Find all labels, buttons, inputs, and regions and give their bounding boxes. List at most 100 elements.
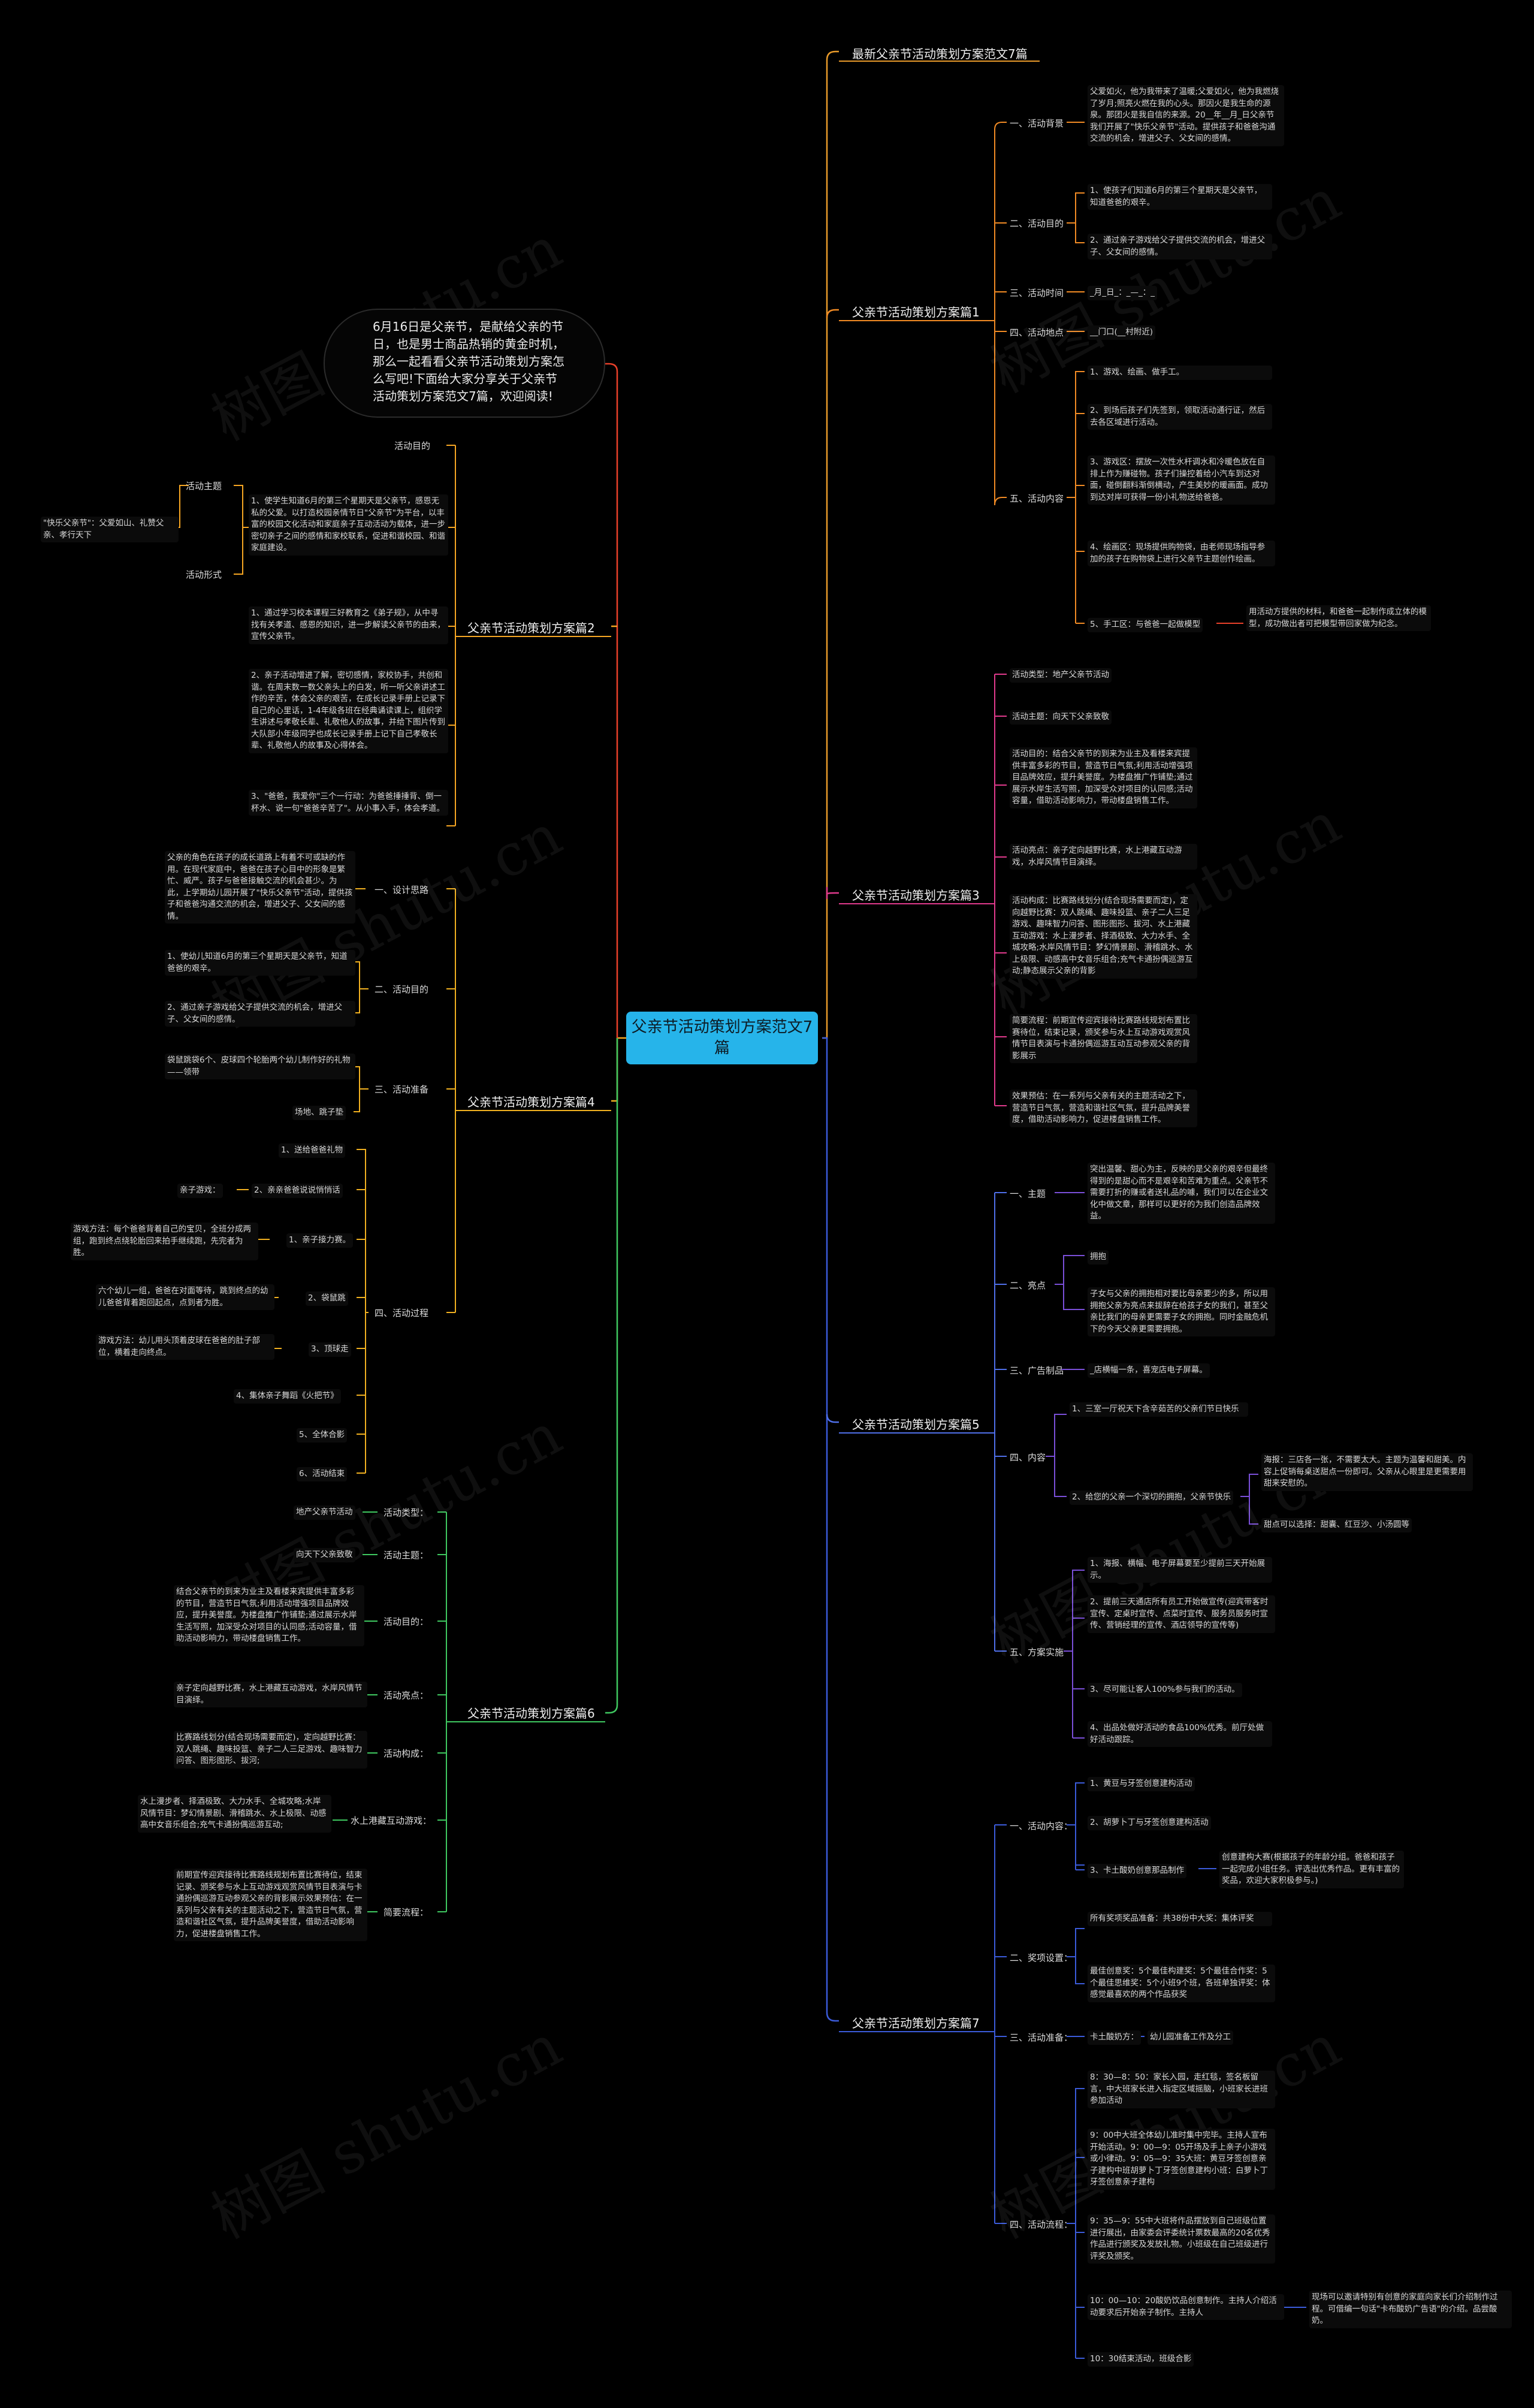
p5-impl-1: 1、海报、横幅、电子屏幕要至少提前三天开始展示。: [1088, 1557, 1272, 1583]
p1-content[interactable]: 五、活动内容: [1010, 493, 1064, 504]
p4-step-2: 2、亲亲爸爸说说悄悄话: [252, 1184, 343, 1198]
p4-leaf-links: [237, 1189, 282, 1349]
p6-key-6[interactable]: 水上港藏互动游戏：: [351, 1815, 432, 1826]
p1-goal-2: 2、通过亲子游戏给父子提供交流的机会，增进父子、父女间的感情。: [1088, 234, 1272, 260]
p6-value-2: 向天下父亲致敬: [294, 1548, 355, 1562]
p2-text-1: 1、使学生知道6月的第三个星期天是父亲节，感恩无私的父爱。以打造校园亲情节日"父…: [249, 494, 448, 556]
p6-key-1[interactable]: 活动类型：: [384, 1507, 429, 1518]
p2-text-2: 1、通过学习校本课程三好教育之《弟子规》，从中寻找有关孝道、感恩的知识，进一步解…: [249, 606, 448, 644]
branch-p1[interactable]: 父亲节活动策划方案篇1: [852, 305, 980, 319]
p1-goal-1: 1、使孩子们知道6月的第三个星期天是父亲节，知道爸爸的艰辛。: [1088, 184, 1272, 210]
line-p5: [826, 1414, 839, 1423]
p2-links: [234, 445, 455, 826]
line-intro: [605, 363, 618, 1038]
p4-step-3: 1、亲子接力赛。: [286, 1233, 354, 1248]
p6-value-6: 水上漫步者、择酒极致、大力水手、全城攻略;水岸风情节目：梦幻情景剧、滑稽跳水、水…: [138, 1795, 331, 1833]
p1-content-5-leaf: 用活动方提供的材料，和爸爸一起制作成立体的模型，成功做出者可把模型带回家做为纪念…: [1246, 605, 1431, 632]
p7-spine: [986, 1825, 995, 2223]
p4-prep[interactable]: 三、活动准备: [375, 1084, 429, 1095]
p7-activity-3: 3、卡土酸奶创意那品制作: [1088, 1864, 1187, 1878]
p6-key-5[interactable]: 活动构成：: [384, 1748, 429, 1759]
p4-goal-2: 2、通过亲子游戏给父子提供交流的机会，增进父子、父女间的感情。: [165, 1001, 355, 1027]
p4-step-7: 5、全体合影: [297, 1428, 348, 1443]
p4-design-text: 父亲的角色在孩子的成长道路上有着不可或缺的作用。在现代家庭中，爸爸在孩子心目中的…: [165, 851, 355, 924]
p6-leaf-links: [333, 1511, 378, 1912]
p5-impl-4: 4、出品处做好活动的食品100%优秀。前厅处做好活动跟踪。: [1088, 1721, 1272, 1748]
p1-time-value: _月_日_：_—_：_: [1088, 286, 1157, 300]
p1-place-value: __门口(__村附近): [1088, 325, 1156, 340]
branch-p4[interactable]: 父亲节活动策划方案篇4: [467, 1095, 595, 1109]
p1-bg[interactable]: 一、活动背景: [1010, 118, 1064, 129]
p4-prep-1: 袋鼠跳袋6个、皮球四个轮胎两个幼儿制作好的礼物——领带: [165, 1054, 355, 1080]
p7-activity-3-leaf: 创意建构大赛(根据孩子的年龄分组。爸爸和孩子一起完成小组任务。评选出优秀作品。更…: [1219, 1851, 1404, 1888]
p5-theme-text: 突出温馨、甜心为主，反映的是父亲的艰辛但最终得到的是甜心而不是艰辛和苦难为重点。…: [1088, 1163, 1275, 1224]
p5-theme[interactable]: 一、主题: [1010, 1188, 1046, 1199]
p7-award[interactable]: 二、奖项设置：: [1010, 1953, 1073, 1963]
branch-p2[interactable]: 父亲节活动策划方案篇2: [467, 621, 595, 635]
p1-time[interactable]: 三、活动时间: [1010, 288, 1064, 298]
p5-ad[interactable]: 三、广告制品: [1010, 1365, 1064, 1376]
p5-impl[interactable]: 五、方案实施: [1010, 1647, 1064, 1658]
p4-step-4: 2、袋鼠跳: [306, 1291, 348, 1306]
p3-line-4: 活动亮点：亲子定向越野比赛，水上港藏互动游戏，水岸风情节目演绎。: [1010, 844, 1197, 870]
p4-step-5: 3、顶球走: [309, 1342, 351, 1357]
p1-goal[interactable]: 二、活动目的: [1010, 218, 1064, 229]
p5-links: [995, 1192, 1007, 1652]
p6-value-3: 结合父亲节的到来为业主及看楼来宾提供丰富多彩的节目，营造节日气氛;利用活动增强项…: [174, 1585, 364, 1646]
p7-award-2: 最佳创意奖：5个最佳构建奖：5个最佳合作奖：5个最佳思维奖：5个小班9个班，各班…: [1088, 1965, 1275, 2002]
p1-content-5: 5、手工区：与爸爸一起做模型: [1088, 618, 1203, 632]
p3-line-2: 活动主题：向天下父亲致敬: [1010, 710, 1112, 725]
p4-process[interactable]: 四、活动过程: [375, 1308, 429, 1318]
p4-step-6: 4、集体亲子舞蹈《火把节》: [234, 1389, 341, 1404]
branch-p7[interactable]: 父亲节活动策划方案篇7: [852, 2016, 980, 2030]
line-p3: [826, 886, 839, 899]
p4-links: [446, 888, 455, 1313]
p2-theme-value: "快乐父亲节"：父爱如山、礼赞父亲、孝行天下: [41, 517, 179, 543]
p4-step-8: 6、活动结束: [297, 1467, 348, 1481]
p7-activity[interactable]: 一、活动内容：: [1010, 1821, 1073, 1831]
line-p4: [611, 1038, 618, 1102]
p4-goal[interactable]: 二、活动目的: [375, 984, 429, 995]
p5-content-1: 1、三室一厅祝天下含辛茹苦的父亲们节日快乐: [1070, 1402, 1248, 1417]
p6-value-5: 比赛路线划分(结合现场需要而定)，定向越野比赛：双人跳绳、趣味投篮、亲子二人三足…: [174, 1731, 367, 1769]
p5-highlight[interactable]: 二、亮点: [1010, 1280, 1046, 1291]
p4-step-4-leaf: 六个幼儿一组，爸爸在对面等待，跳到终点的幼儿爸爸背着跑回起点，点到者为胜。: [96, 1284, 274, 1311]
p2-form[interactable]: 活动形式: [186, 569, 222, 580]
branch-p5[interactable]: 父亲节活动策划方案篇5: [852, 1417, 980, 1432]
p4-design[interactable]: 一、设计思路: [375, 885, 429, 895]
p4-spine: [455, 889, 464, 1312]
p3-links: [995, 674, 1007, 1106]
p7-prep-1-leaf: 幼儿园准备工作及分工: [1148, 2030, 1233, 2045]
p6-key-7[interactable]: 简要流程：: [384, 1907, 429, 1918]
p3-line-7: 效果预估：在一系列与父亲有关的主题活动之下，营造节日气氛，营造和谐社区气氛，提升…: [1010, 1090, 1197, 1127]
branch-p6[interactable]: 父亲节活动策划方案篇6: [467, 1706, 595, 1721]
p4-step-2-leaf: 亲子游戏：: [177, 1184, 223, 1198]
p1-links: [994, 122, 1007, 506]
p5-content[interactable]: 四、内容: [1010, 1452, 1046, 1463]
p2-text-3: 2、亲子活动增进了解，密切感情，家校协手，共创和谐。在周末数一数父亲头上的白发，…: [249, 669, 448, 753]
p3-line-1: 活动类型：地产父亲节活动: [1010, 668, 1112, 683]
p6-key-4[interactable]: 活动亮点：: [384, 1690, 429, 1701]
branch-top[interactable]: 最新父亲节活动策划方案范文7篇: [852, 47, 1028, 61]
p1-content-1: 1、游戏、绘画、做手工。: [1088, 366, 1272, 380]
p5-content-2a: 海报：三店各一张，不需要太大。主题为温馨和甜美。内容上促销每桌送甜点一份即可。父…: [1261, 1453, 1473, 1491]
p6-key-2[interactable]: 活动主题：: [384, 1550, 429, 1561]
p7-flow-4-leaf: 现场可以邀请特别有创意的家庭向家长们介绍制作过程。可借编一句话"卡布酸奶广告语"…: [1309, 2291, 1512, 2328]
p6-key-3[interactable]: 活动目的：: [384, 1616, 429, 1627]
p7-flow-4: 10：00—10：20酸奶饮品创意制作。主持人介绍活动要求后开始亲子制作。主持人: [1088, 2294, 1284, 2321]
p1-content-4: 4、绘画区：现场提供购物袋，由老师现场指导参加的孩子在购物袋上进行父亲节主题创作…: [1088, 541, 1275, 567]
p2-goal[interactable]: 活动目的: [394, 440, 431, 451]
p6-links: [437, 1511, 446, 1912]
p2-theme[interactable]: 活动主题: [186, 481, 222, 491]
root-node[interactable]: 父亲节活动策划方案范文7篇: [626, 1012, 818, 1064]
p3-line-5: 活动构成：比赛路线划分(结合现场需要而定)，定向越野比赛：双人跳绳、趣味投篮、亲…: [1010, 894, 1197, 979]
p7-activity-1: 1、黄豆与牙签创意建构活动: [1088, 1777, 1195, 1791]
p7-prep[interactable]: 三、活动准备：: [1010, 2032, 1073, 2043]
p3-spine: [986, 674, 995, 1106]
p7-flow[interactable]: 四、活动流程：: [1010, 2219, 1073, 2230]
p1-place[interactable]: 四、活动地点: [1010, 327, 1064, 338]
p5-sub: [1046, 1192, 1258, 1739]
p5-content-2: 2、给您的父亲一个深切的拥抱，父亲节快乐: [1070, 1490, 1234, 1505]
trunk-right: [818, 1019, 827, 1038]
branch-p3[interactable]: 父亲节活动策划方案篇3: [852, 888, 980, 903]
